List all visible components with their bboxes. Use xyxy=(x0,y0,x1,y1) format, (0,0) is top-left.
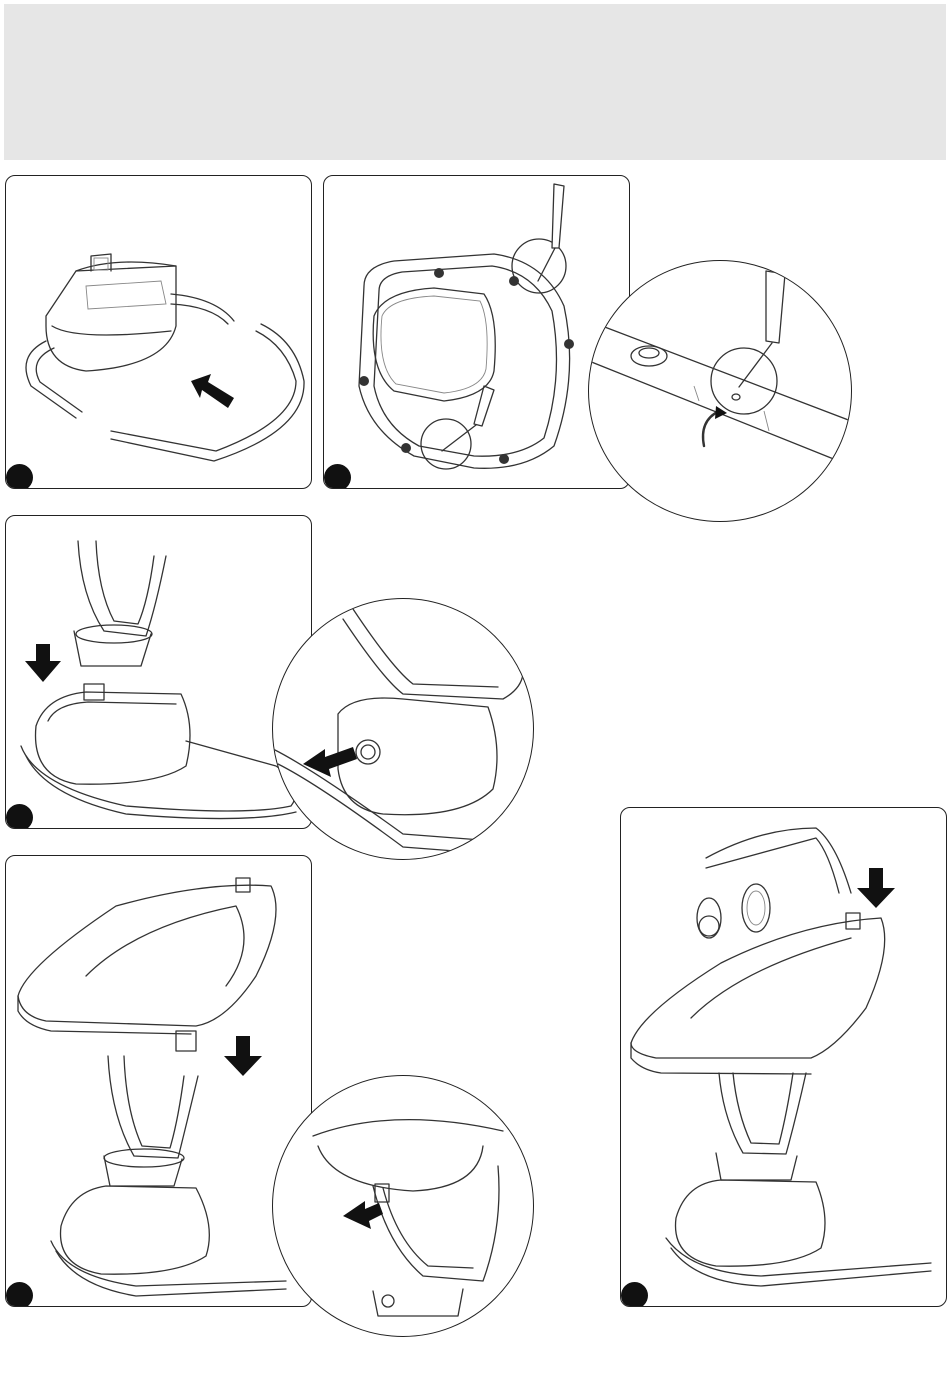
header-band xyxy=(4,4,946,160)
step-5-panel xyxy=(620,807,947,1307)
column-lock-detail-callout xyxy=(272,598,534,860)
base-and-frame-drawing xyxy=(6,176,311,488)
step-4-badge xyxy=(6,1282,33,1307)
screw-detail-callout xyxy=(588,260,852,522)
step-2-badge xyxy=(324,464,351,489)
frame-screws-drawing xyxy=(324,176,629,488)
step-3-panel xyxy=(5,515,312,829)
seat-clip-zoom-drawing xyxy=(273,1076,533,1336)
toy-bar-drawing xyxy=(621,808,946,1306)
step-1-badge xyxy=(6,464,33,489)
seat-on-column-drawing xyxy=(6,856,311,1306)
step-1-panel xyxy=(5,175,312,489)
step-5-badge xyxy=(621,1282,648,1307)
step-2-panel xyxy=(323,175,630,489)
button-zoom-drawing xyxy=(273,599,533,859)
seat-lock-detail-callout xyxy=(272,1075,534,1337)
step-4-panel xyxy=(5,855,312,1307)
column-on-base-drawing xyxy=(6,516,311,828)
screwdriver-zoom-drawing xyxy=(589,261,851,521)
step-3-badge xyxy=(6,804,33,829)
